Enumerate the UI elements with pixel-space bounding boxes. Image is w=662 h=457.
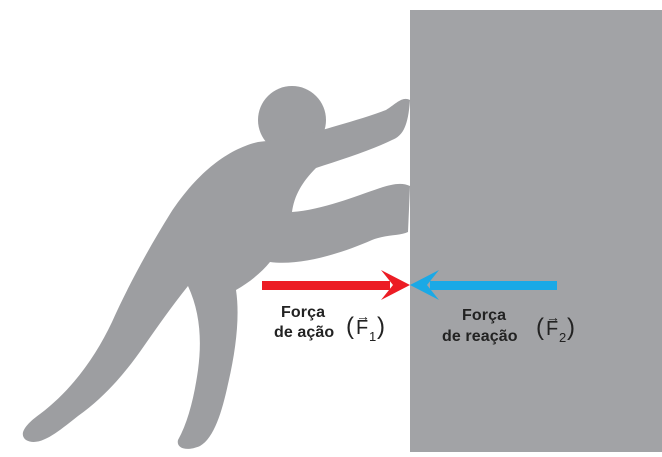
action-paren-open: (: [346, 313, 354, 340]
reaction-vector-subscript: 2: [559, 330, 567, 345]
action-paren-close: ): [377, 313, 385, 340]
reaction-arrow-head: [410, 270, 439, 300]
action-label-line1: Força: [281, 304, 326, 321]
reaction-label-line1: Força: [462, 307, 507, 324]
reaction-force-arrow: [410, 270, 557, 300]
reaction-label-line2: de reação: [442, 328, 518, 345]
reaction-vector-letter: F: [546, 318, 559, 340]
action-force-arrow: [262, 270, 410, 300]
wall: [410, 10, 662, 452]
action-arrow-shaft: [262, 281, 390, 290]
action-label-line2: de ação: [274, 324, 335, 341]
reaction-paren-close: ): [567, 314, 575, 341]
person-pushing-icon: [22, 86, 410, 449]
vector-arrow-icon: →: [546, 309, 560, 325]
reaction-arrow-shaft: [430, 281, 557, 290]
vector-arrow-icon: →: [356, 308, 370, 324]
reaction-paren-open: (: [536, 314, 544, 341]
action-vector-subscript: 1: [369, 329, 377, 344]
action-vector-letter: F: [356, 317, 369, 339]
person-body: [22, 98, 410, 449]
action-arrow-head: [381, 270, 410, 300]
